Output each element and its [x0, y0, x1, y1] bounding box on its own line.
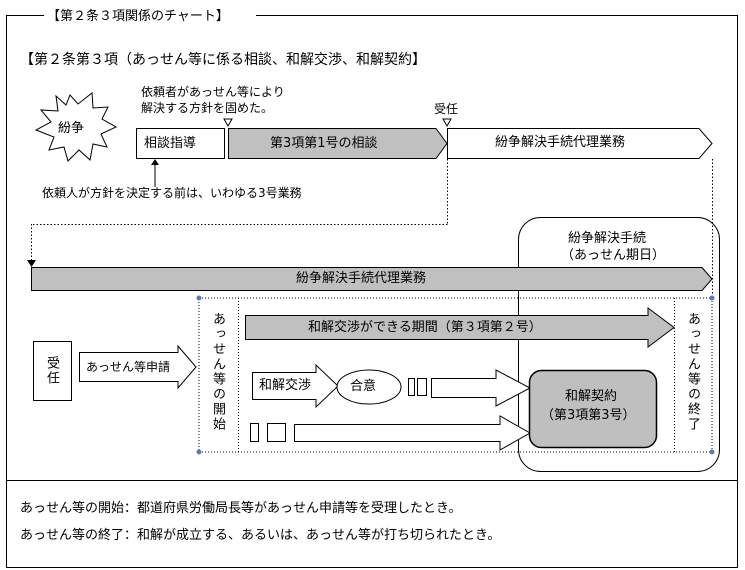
acceptance-box	[33, 341, 72, 401]
acceptance-label-top: 受任	[434, 102, 459, 116]
small-square-3	[250, 423, 259, 442]
marker-triangle-right	[442, 118, 452, 128]
negotiation-arrow	[252, 363, 339, 409]
handle-bottom-left	[196, 449, 202, 455]
small-square-2	[417, 378, 427, 396]
small-square-4	[267, 423, 286, 442]
down-arrow-head	[27, 260, 36, 267]
contract-label-line1: 和解契約	[565, 389, 618, 404]
acceptance-box-label: 受任	[44, 356, 59, 386]
agreement-ellipse	[336, 369, 402, 405]
item3-no1-arrow	[228, 128, 448, 159]
dispute-agency-top-label: 紛争解決手続代理業務	[495, 135, 626, 150]
up-arrow-head	[151, 159, 159, 165]
client-note-line1: 依頼者があっせん等により	[141, 85, 285, 99]
end-column-label: あっせん等の終了	[685, 312, 700, 432]
header-tab-label: 【第２条３項関係のチャート】	[47, 9, 229, 24]
procedure-rounded-box	[518, 217, 720, 472]
small-square-1	[408, 378, 415, 396]
footnote-start-definition: あっせん等の開始：都道府県労働局長等があっせん申請等を受理したとき。	[20, 501, 462, 516]
agreement-label: 合意	[350, 379, 377, 394]
contract-label-line2: （第3項第3号）	[541, 408, 636, 423]
start-column-label: あっせん等の開始	[210, 312, 225, 432]
procedure-title-line1: 紛争解決手続	[568, 231, 647, 246]
outer-frame	[6, 15, 738, 568]
client-note-line2: 解決する方針を固めた。	[141, 101, 274, 115]
to-contract-arrow-upper	[431, 369, 532, 407]
dispute-agency-bar-label: 紛争解決手続代理業務	[296, 271, 427, 286]
before-decision-note: 依頼人が方針を決定する前は、いわゆる3号業務	[42, 186, 302, 200]
procedure-title-line2: （あっせん期日）	[561, 248, 666, 263]
contract-box	[528, 369, 658, 449]
handle-bottom-right	[709, 449, 715, 455]
footnote-end-definition: あっせん等の終了：和解が成立する、あるいは、あっせん等が打ち切られたとき。	[20, 528, 501, 543]
marker-triangle-left	[223, 118, 233, 128]
item3-no1-label: 第3項第1号の相談	[270, 136, 378, 151]
negotiation-period-arrow	[245, 307, 675, 348]
selection-frame	[198, 297, 713, 453]
dispute-agency-bar	[31, 267, 713, 291]
dispute-agency-top-arrow	[447, 128, 713, 159]
section-title: 【第２条第３項（あっせん等に係る相談、和解交渉、和解契約】	[20, 52, 426, 68]
consultation-guidance-box	[136, 128, 225, 159]
application-arrow	[79, 344, 197, 390]
consultation-guidance-label: 相談指導	[144, 136, 197, 151]
handle-top-right	[709, 295, 715, 301]
negotiation-label: 和解交渉	[259, 378, 312, 393]
application-label: あっせん等申請	[86, 360, 171, 374]
to-contract-arrow-lower	[294, 415, 532, 451]
dispute-starburst	[34, 92, 118, 162]
handle-top-left	[196, 295, 202, 301]
header-tab-bg	[44, 8, 256, 24]
negotiation-period-label: 和解交渉ができる期間（第３項第２号）	[308, 320, 542, 335]
dispute-label: 紛争	[58, 121, 85, 136]
